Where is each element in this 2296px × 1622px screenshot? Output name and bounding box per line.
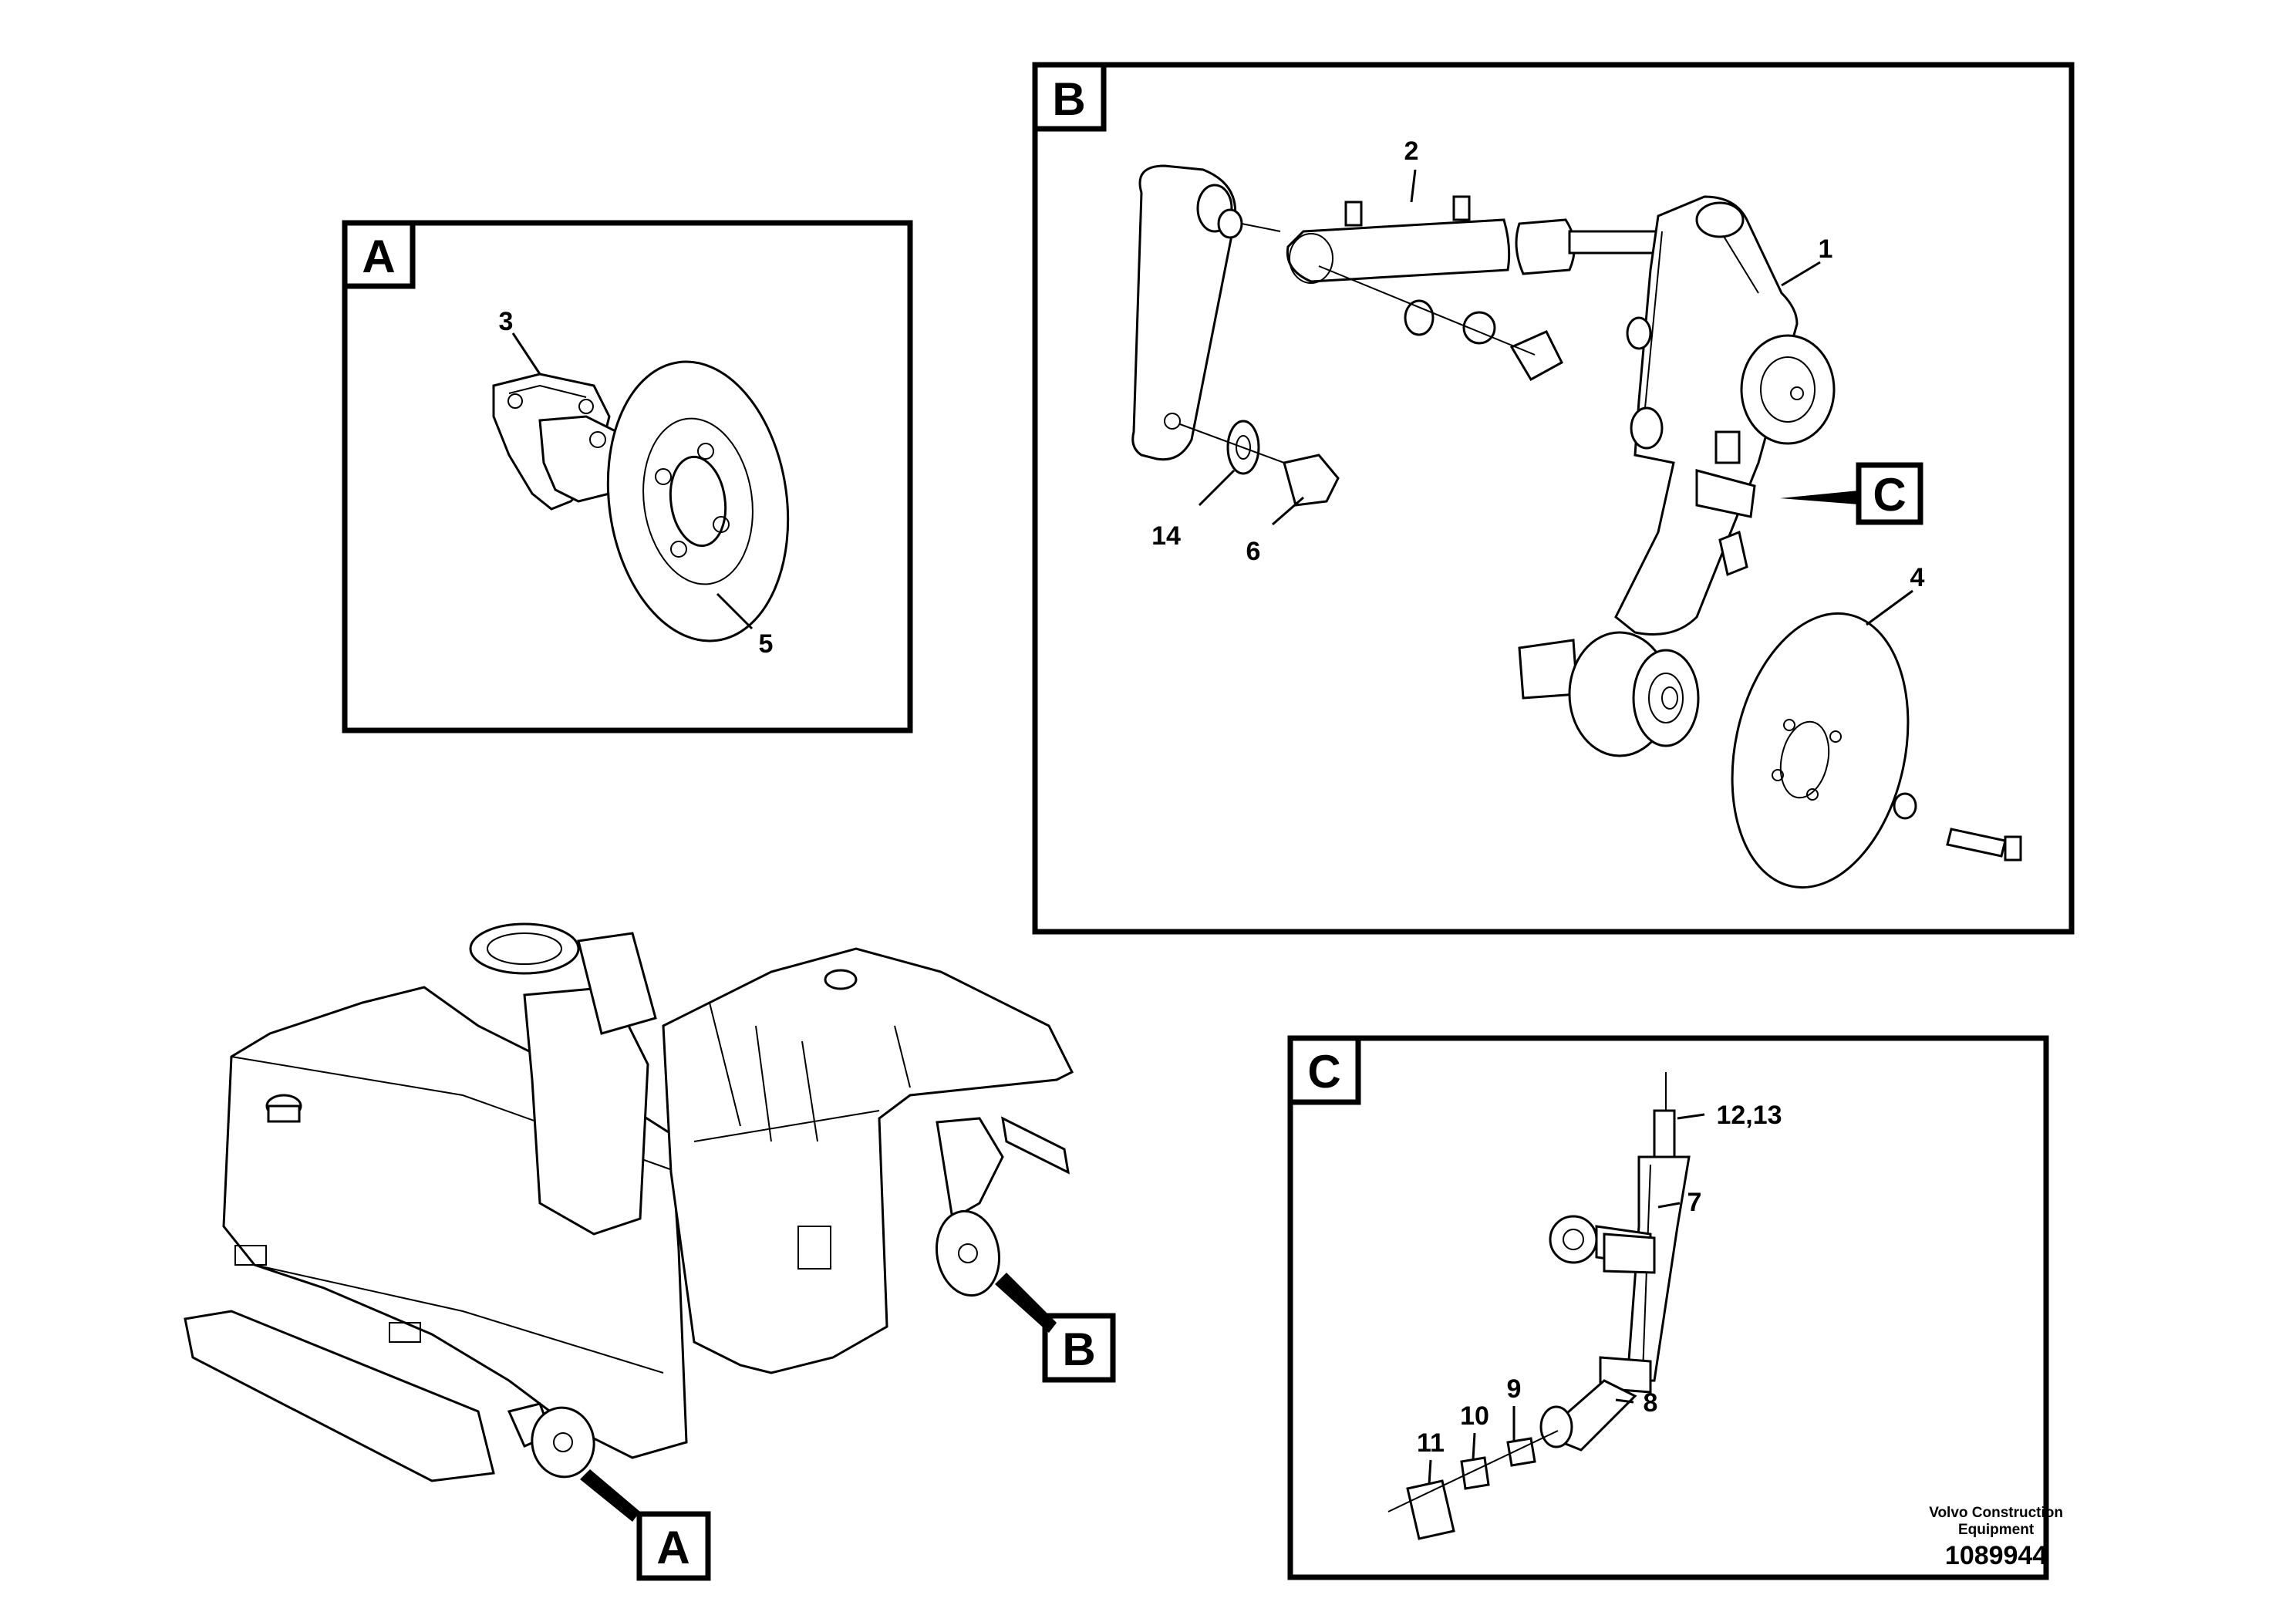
leader-10	[1472, 1432, 1476, 1460]
leader-5	[716, 592, 754, 630]
leader-3	[511, 332, 541, 375]
cylinder-part-2	[1286, 195, 1679, 284]
callout-b-letter: B	[1062, 1324, 1095, 1375]
view-a-tag: A	[362, 231, 395, 282]
leader-14	[1198, 469, 1236, 507]
view-c-frame	[1287, 1035, 2049, 1580]
part-label-1: 1	[1819, 234, 1833, 264]
leader-6	[1272, 496, 1304, 526]
bracket-part-3	[492, 373, 626, 511]
part-label-2: 2	[1404, 137, 1419, 166]
part-label-6: 6	[1246, 537, 1261, 566]
leader-2	[1410, 169, 1417, 203]
callout-a-letter: A	[656, 1522, 689, 1573]
leader-4	[1866, 589, 1913, 626]
part-label-11: 11	[1417, 1428, 1445, 1458]
callout-a-box	[636, 1511, 711, 1581]
machine-overview	[184, 922, 1074, 1522]
steering-wheel	[469, 922, 580, 975]
drawing-number: 1089944	[1944, 1541, 2048, 1570]
view-b-tag: B	[1052, 73, 1085, 125]
publisher-credit: Volvo Construction Equipment 1089944	[1929, 1505, 2063, 1573]
part-label-4: 4	[1910, 563, 1925, 592]
leader-1	[1781, 261, 1821, 287]
nut-part-6	[1283, 454, 1340, 507]
part-label-10: 10	[1460, 1401, 1489, 1431]
part-label-14: 14	[1151, 521, 1181, 551]
callout-c-arrow	[1780, 491, 1859, 504]
part-label-12-13: 12,13	[1716, 1101, 1782, 1130]
view-a-tag-box	[342, 220, 416, 289]
credit-line-2: Equipment	[1958, 1522, 2035, 1538]
detail-view-a: A 3 5	[342, 220, 913, 733]
part-label-5: 5	[759, 629, 774, 659]
arm-part-1	[1518, 195, 1836, 700]
leader-12-13	[1677, 1113, 1705, 1120]
part-label-3: 3	[499, 307, 514, 336]
detail-view-b: B	[1032, 62, 2075, 935]
detail-view-c: C 12,13 7 8 9 10 11	[1287, 1035, 2049, 1580]
seal-and-bolt	[1318, 265, 1563, 382]
leader-8	[1615, 1398, 1634, 1404]
view-c-tag: C	[1307, 1046, 1340, 1098]
disc-part-5	[606, 360, 790, 642]
leader-7	[1657, 1202, 1681, 1209]
fitting-assembly	[1387, 1072, 1691, 1540]
overview-disc-a	[507, 1402, 595, 1479]
view-c-tag-box	[1287, 1035, 1361, 1105]
view-b-tag-box	[1032, 62, 1107, 132]
part-label-8: 8	[1644, 1388, 1658, 1418]
callout-b-box	[1042, 1313, 1116, 1383]
leader-11	[1428, 1459, 1432, 1485]
view-a-frame	[342, 220, 913, 733]
part-label-7: 7	[1687, 1188, 1702, 1217]
callout-b-arrow	[995, 1273, 1057, 1333]
lever-link	[1131, 164, 1281, 461]
machine-front-plate	[184, 1310, 495, 1482]
hub	[1568, 631, 1700, 757]
overview-disc-b	[935, 1116, 1070, 1297]
machine-rear-body	[662, 947, 1074, 1374]
callout-c-letter: C	[1873, 469, 1906, 521]
view-b-frame	[1032, 62, 2075, 935]
credit-line-1: Volvo Construction	[1929, 1505, 2063, 1521]
disc-part-4	[1731, 612, 2022, 889]
part-label-9: 9	[1507, 1374, 1522, 1404]
callout-a-arrow	[580, 1469, 640, 1522]
